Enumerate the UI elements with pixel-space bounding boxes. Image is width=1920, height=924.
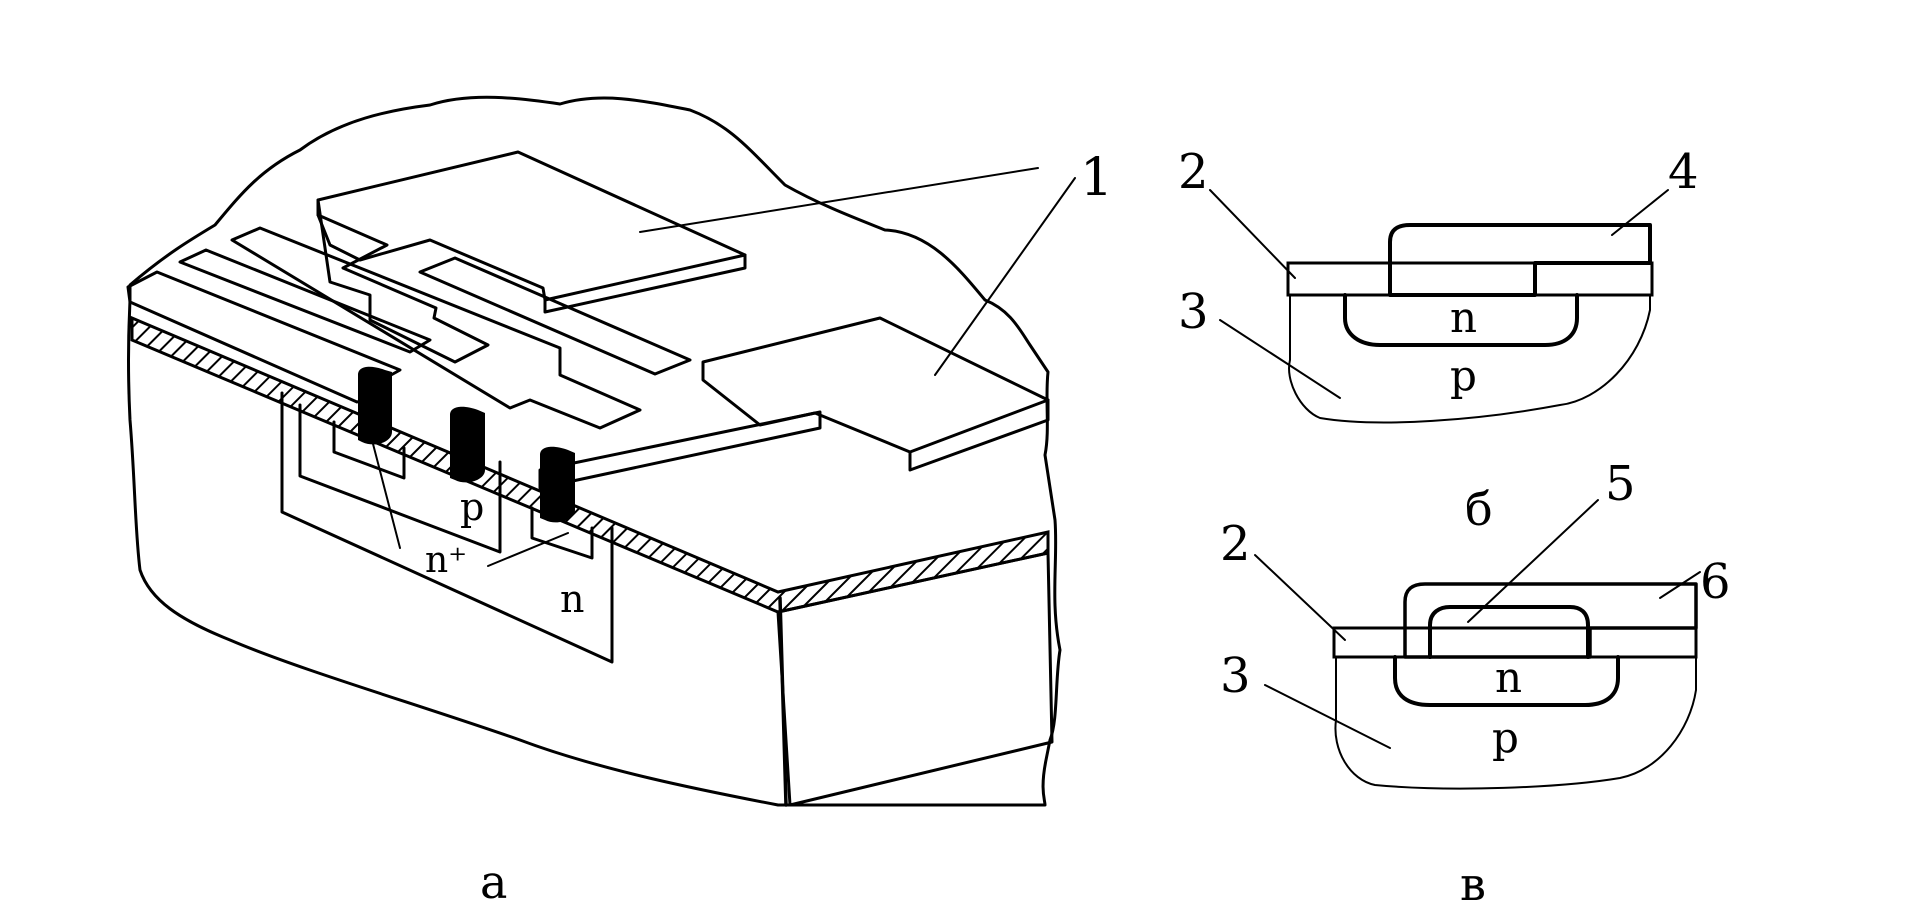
label-5-c: 5	[1605, 456, 1636, 512]
n-plus-emitter-outline	[332, 420, 406, 480]
substrate-front-face	[776, 551, 1054, 807]
label-2-c: 2	[1220, 516, 1251, 572]
n-region-c	[1393, 655, 1620, 707]
label-4-b: 4	[1668, 144, 1699, 200]
leader-3-b	[1219, 319, 1341, 399]
label-contact-pads: 1	[1080, 148, 1113, 208]
substrate-outline-c	[1334, 656, 1697, 790]
label-p-b: p	[1450, 351, 1477, 400]
n-plus-collector-outline	[530, 506, 594, 560]
label-3-c: 3	[1220, 648, 1251, 704]
panel-b-cross-section: 2 3 4 n p б	[1178, 144, 1699, 536]
label-n-c: n	[1495, 653, 1522, 702]
label-n-b: n	[1450, 293, 1477, 342]
label-p-region: p	[460, 485, 484, 529]
label-n-region: n	[560, 577, 584, 621]
substrate-outline-b	[1288, 294, 1651, 424]
leader-2-b	[1209, 189, 1296, 279]
caption-panel-c: в	[1460, 857, 1486, 911]
wafer-outline	[127, 95, 1062, 807]
leader-5-c	[1467, 499, 1599, 623]
panel-a-chip: 1 n⁺ p n а	[126, 95, 1113, 909]
label-2-b: 2	[1178, 144, 1209, 200]
leader-1-lower	[934, 177, 1076, 376]
caption-panel-b: б	[1465, 482, 1493, 536]
oxide-layer-c	[1332, 626, 1698, 659]
oxide-layer-b	[1286, 261, 1654, 297]
leader-6-c	[1659, 571, 1701, 599]
n-region-b	[1343, 293, 1579, 347]
contact-pad-lower	[701, 316, 1050, 472]
label-6-c: 6	[1700, 554, 1731, 610]
label-3-b: 3	[1178, 284, 1209, 340]
leader-3-c	[1264, 684, 1391, 749]
contact-layer-c	[1428, 605, 1590, 659]
passivation-layer-c	[1403, 582, 1698, 659]
leader-2-c	[1254, 554, 1346, 641]
leader-4-b	[1611, 189, 1669, 236]
contact-pad-upper	[316, 150, 747, 314]
leader-1-upper	[639, 167, 1039, 233]
panel-c-cross-section: 2 3 5 6 n p в	[1220, 456, 1731, 911]
leader-n-plus-left	[371, 439, 401, 549]
caption-panel-a: а	[480, 855, 507, 909]
leader-n-plus-right	[487, 532, 569, 567]
label-n-plus: n⁺	[425, 540, 467, 581]
contact-layer-b	[1388, 223, 1652, 297]
n-region-outline	[280, 391, 614, 664]
chip-corner-edge	[778, 596, 788, 807]
label-p-c: p	[1492, 713, 1519, 762]
contact-windows	[358, 366, 575, 523]
p-region-outline	[298, 403, 502, 554]
